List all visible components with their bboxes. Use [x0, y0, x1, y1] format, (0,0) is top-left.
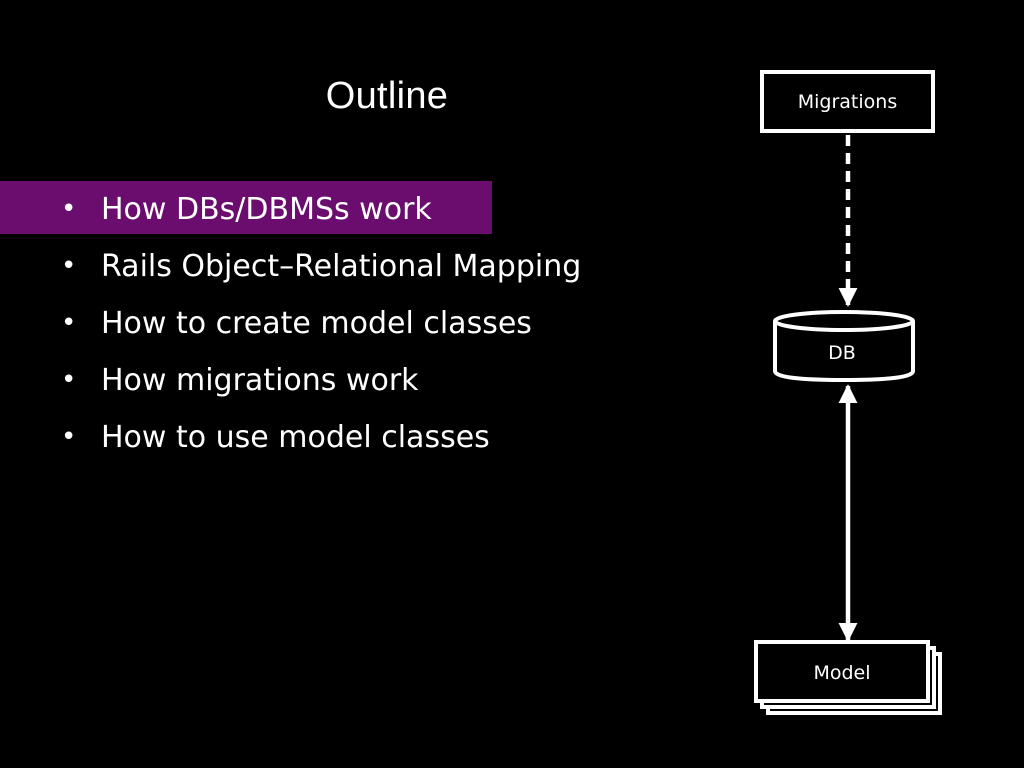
slide-title: Outline	[325, 75, 449, 117]
outline-item-text: How to use model classes	[101, 420, 490, 455]
active-item-highlight	[0, 181, 492, 234]
outline-item-text: How migrations work	[101, 363, 419, 398]
bullet-icon: •	[61, 251, 77, 281]
outline-list: • How DBs/DBMSs work • Rails Object–Relati…	[56, 184, 581, 469]
outline-item: • How migrations work	[56, 355, 581, 412]
outline-item: • How DBs/DBMSs work	[56, 184, 581, 241]
db-label: DB	[828, 342, 856, 364]
outline-item: • How to create model classes	[56, 298, 581, 355]
model-node: Model	[754, 640, 942, 715]
migrations-label: Migrations	[798, 91, 897, 113]
outline-item-text: How DBs/DBMSs work	[101, 192, 432, 227]
outline-item: • How to use model classes	[56, 412, 581, 469]
bullet-icon: •	[61, 308, 77, 338]
bullet-icon: •	[61, 194, 77, 224]
outline-item-text: Rails Object–Relational Mapping	[101, 249, 582, 284]
outline-item-text: How to create model classes	[101, 306, 532, 341]
migrations-node: Migrations	[760, 70, 935, 133]
model-label: Model	[813, 662, 870, 684]
db-node: DB	[773, 310, 915, 383]
outline-item: • Rails Object–Relational Mapping	[56, 241, 581, 298]
bullet-icon: •	[61, 365, 77, 395]
bullet-icon: •	[61, 422, 77, 452]
